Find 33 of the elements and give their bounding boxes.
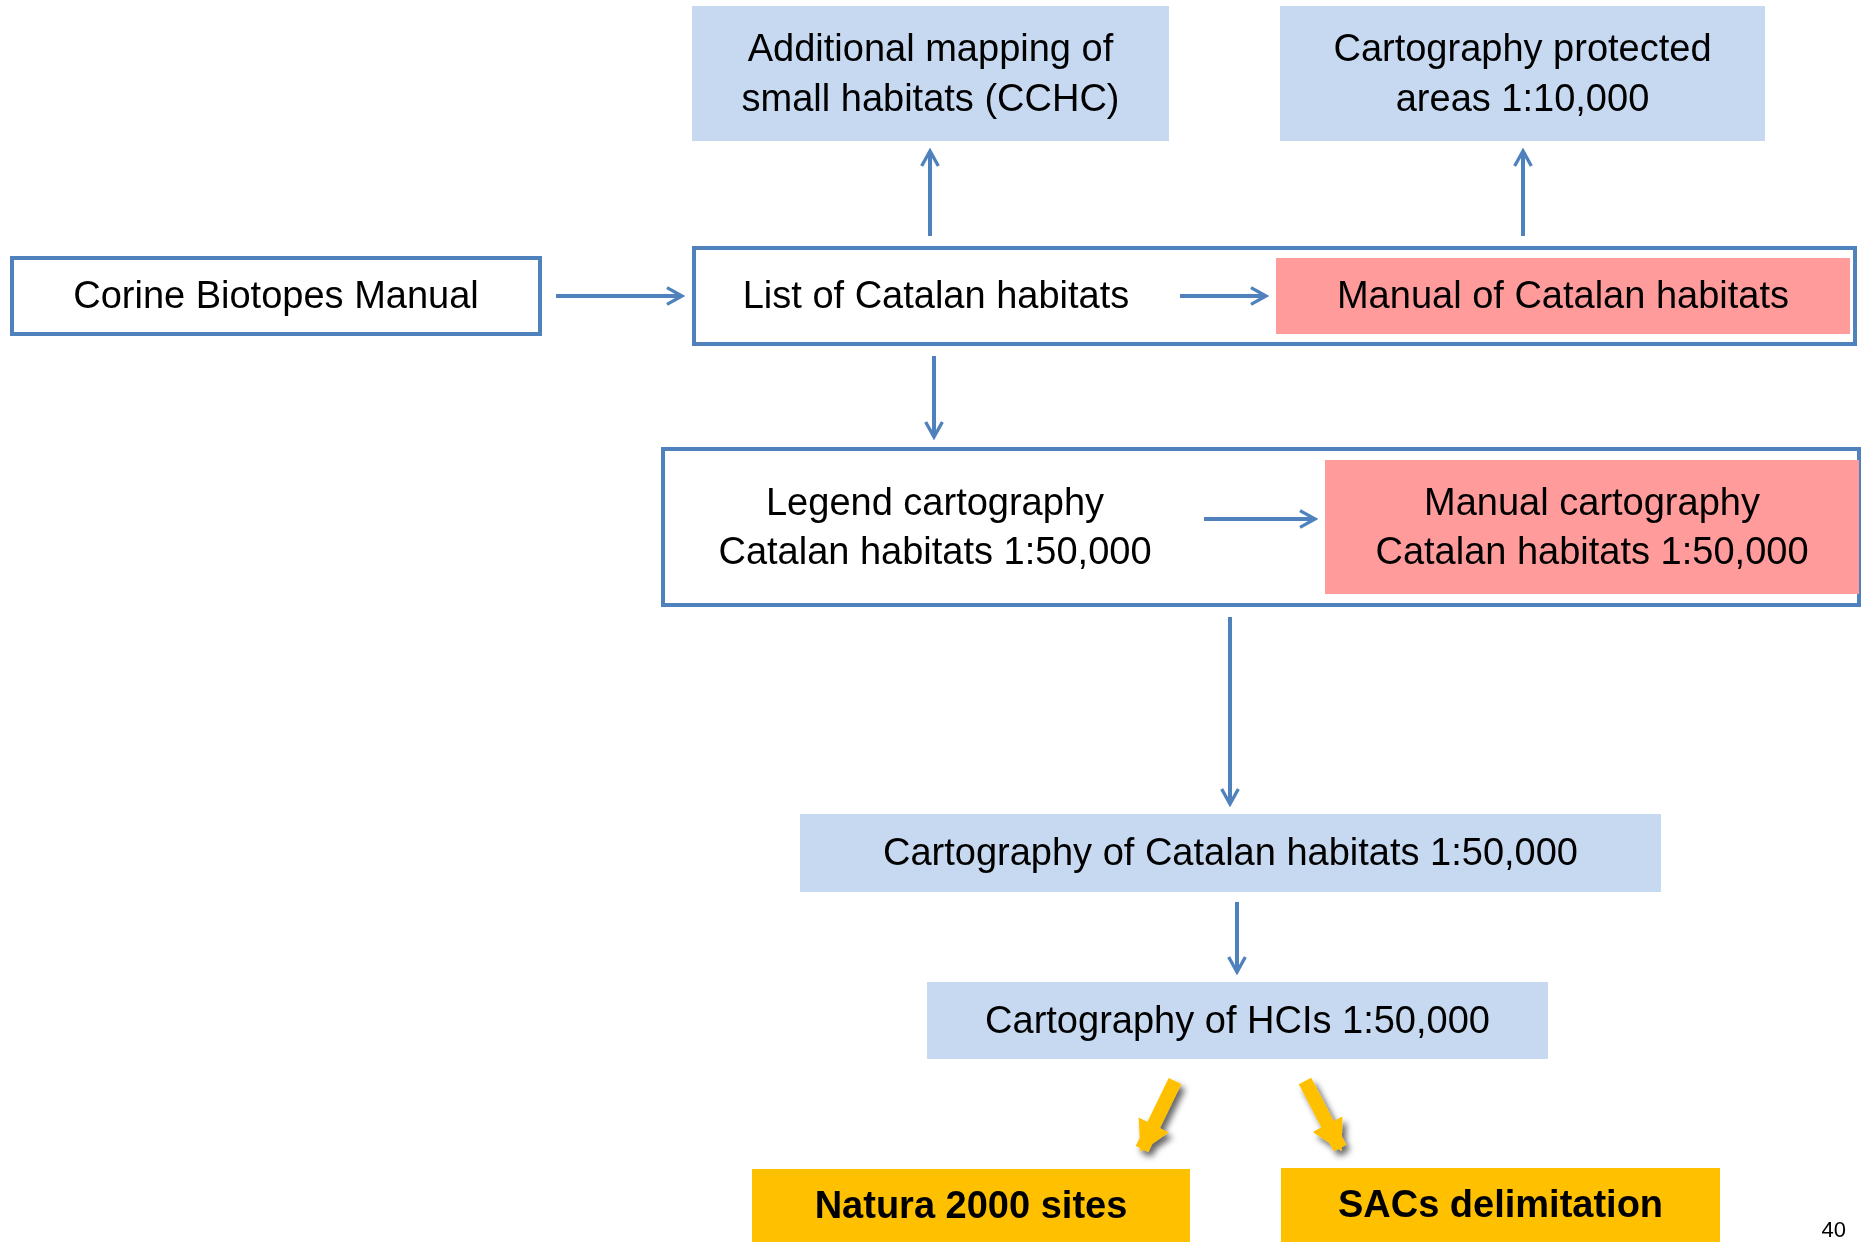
page-number: 40 [1821,1217,1846,1242]
arrow [1180,286,1268,306]
node-text: Cartography of Catalan habitats 1:50,000 [882,830,1579,876]
arrow [1298,1077,1347,1152]
node-text: Corine Biotopes Manual [72,273,480,319]
node-text: Cartography protected areas 1:10,000 [1332,26,1713,121]
arrow [920,149,940,236]
process-box [800,814,1661,892]
process-box [927,982,1548,1059]
node-text: Manual of Catalan habitats [1336,273,1790,319]
process-box [692,246,1857,346]
node-text: Additional mapping of small habitats (CCHC) [740,26,1121,121]
result-box [1281,1168,1720,1242]
process-box [10,256,542,336]
node-text: Cartography of HCIs 1:50,000 [984,997,1491,1043]
arrow [1513,149,1533,236]
node-text: List of Catalan habitats [706,262,1166,330]
arrow [1204,509,1317,529]
process-box [692,6,1169,141]
arrow [1135,1077,1182,1153]
highlight-box [1276,258,1850,334]
node-text: SACs delimitation [1336,1182,1665,1228]
arrow [1227,902,1247,974]
arrow [924,356,944,439]
result-box [752,1169,1190,1242]
node-text: Natura 2000 sites [813,1182,1129,1228]
process-box [1280,6,1765,141]
highlight-box [1325,460,1859,594]
arrow [1220,617,1240,806]
process-box [661,447,1861,607]
node-text: Manual cartography Catalan habitats 1:50,000 [1374,479,1810,574]
arrow [556,286,684,306]
node-text: Legend cartography Catalan habitats 1:50,000 [680,468,1190,586]
